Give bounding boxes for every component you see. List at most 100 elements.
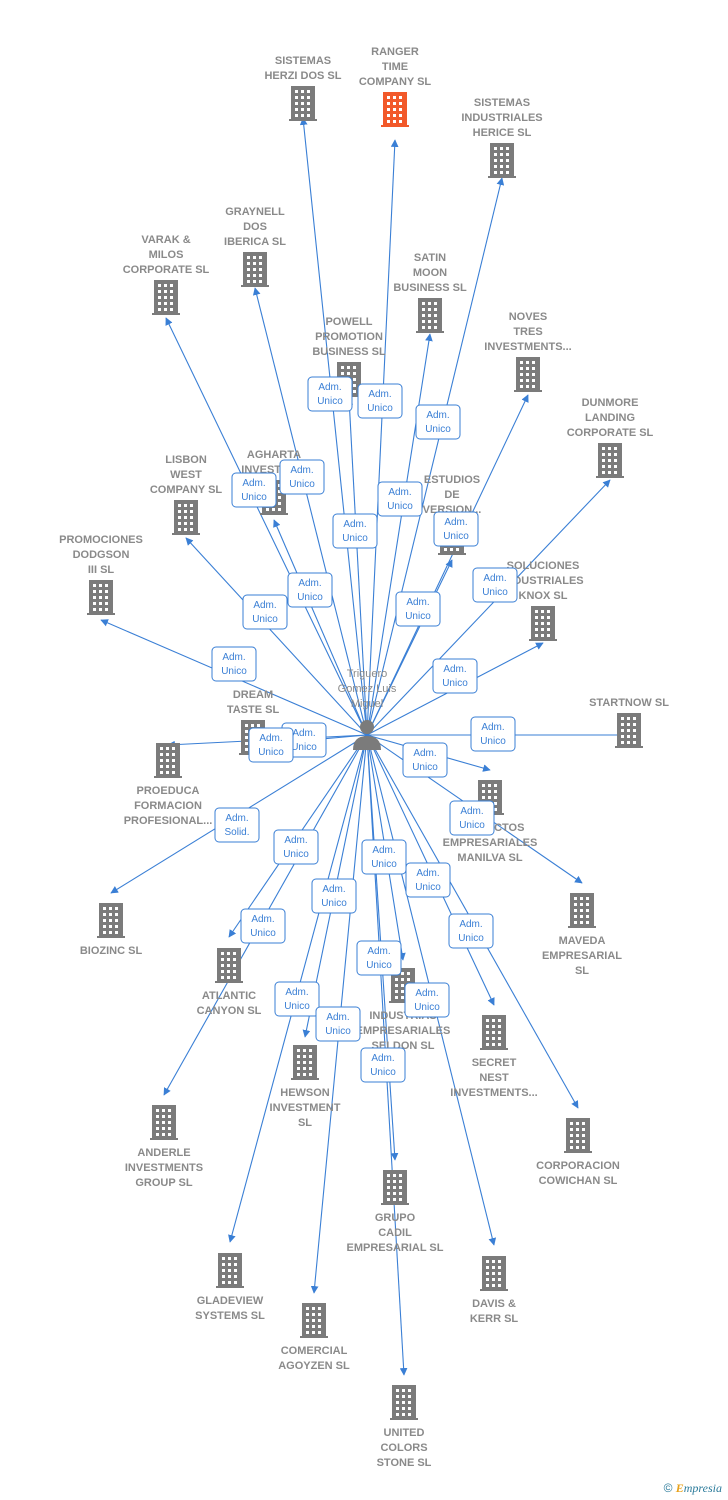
badge-text: Solid. [224,827,249,838]
company-label-line: TRES [513,326,542,338]
role-badge-anderle[interactable]: Adm. Unico [240,908,286,944]
role-badge-graynell[interactable]: Adm.Unico [279,459,325,495]
badge-text: Adm. [367,946,390,957]
company-label-line: WEST [170,469,202,481]
role-badge-lisbon[interactable]: Adm.Unico [242,594,288,630]
role-badge-gladeview[interactable]: Adm.Unico [274,981,320,1017]
company-label-line: CADIL [378,1227,412,1239]
role-badge-ranger-time[interactable]: Adm.Unico [357,383,403,419]
company-node-secret-nest[interactable]: SECRETNESTINVESTMENTS... [450,1015,538,1099]
brand-logo[interactable]: Empresia [676,1481,722,1495]
role-badge-comercial[interactable]: Adm.Unico [315,1006,361,1042]
company-node-biozinc[interactable]: BIOZINC SL [80,903,143,957]
role-badge-industrias[interactable]: Adm.Unico [361,839,407,875]
role-badge-biozinc[interactable]: Adm.Unico [248,727,294,763]
role-badge-hewson[interactable]: Adm.Unico [311,878,357,914]
badge-text: Unico [366,960,392,971]
role-badge-davis-kerr[interactable]: Adm.Unico [404,982,450,1018]
role-badge-powell[interactable]: Adm.Unico [332,513,378,549]
company-label-line: SL [575,965,589,977]
badge-text: Adm. [322,884,345,895]
role-badge-sistemas-industriales[interactable]: Adm.Unico [415,404,461,440]
company-label-line: PROMOCIONES [59,534,143,546]
company-label-line: MAVEDA [559,935,606,947]
company-label-line: BUSINESS SL [393,282,467,294]
company-node-proeduca[interactable]: PROEDUCAFORMACIONPROFESIONAL... [124,743,213,827]
company-label-line: PROMOTION [315,331,383,343]
role-badge-agharta[interactable]: Adm.Unico [287,572,333,608]
badge-text: Unico [480,736,506,747]
company-label-line: SATIN [414,252,446,264]
badge-text: Adm. [222,652,245,663]
role-badge-maveda[interactable]: Adm.Unico [402,742,448,778]
role-badge-promociones[interactable]: Adm.Unico [211,646,257,682]
company-label-line: DODGSON [73,549,130,561]
edge-graynell [252,287,368,736]
badge-box [404,982,450,1018]
role-badge-sistemas-herzi[interactable]: Adm.Unico [307,376,353,412]
building-icon [300,1303,328,1338]
role-badge-corporacion[interactable]: Adm.Unico [448,913,494,949]
company-label-line: BIOZINC SL [80,945,143,957]
company-label-line: CORPORATE SL [123,264,210,276]
badge-text: Adm. [290,465,313,476]
badge-text: Unico [342,533,368,544]
role-badge-atlantic[interactable]: Adm.Unico [273,829,319,865]
edge-powell [345,397,368,736]
company-label-line: FORMACION [134,800,202,812]
role-badge-startnow[interactable]: Adm.Unico [470,716,516,752]
role-badge-varak[interactable]: Adm.Unico [231,472,277,508]
role-badge-united-colors[interactable]: Adm.Unico [360,1047,406,1083]
badge-text: Adm. [225,813,248,824]
badge-text: Adm. [406,597,429,608]
company-label-line: INDUSTRIALES [502,575,583,587]
building-icon [241,252,269,287]
building-icon [488,143,516,178]
badge-text: Adm. [415,988,438,999]
role-badge-proeduca[interactable]: Adm. Solid. [214,807,260,843]
badge-text: Adm. [443,664,466,675]
company-label-line: INVESTMENTS... [450,1087,537,1099]
role-badge-proyectos[interactable]: Adm.Unico [449,800,495,836]
company-node-davis-kerr[interactable]: DAVIS &KERR SL [470,1256,519,1325]
company-label-line: DE [444,489,459,501]
company-node-noves-tres[interactable]: NOVESTRESINVESTMENTS... [484,311,572,392]
role-badge-soluciones[interactable]: Adm.Unico [432,658,478,694]
badge-text: Adm. [251,914,274,925]
role-badge-secret-nest[interactable]: Adm.Unico [405,862,451,898]
role-badge-satin-moon[interactable]: Adm.Unico [377,481,423,517]
company-node-startnow[interactable]: STARTNOW SL [589,697,669,748]
role-badge-dunmore[interactable]: Adm.Unico [472,567,518,603]
badge-text: Unico [241,492,267,503]
role-badge-noves-tres[interactable]: Adm.Unico [433,511,479,547]
edge-agharta [273,519,368,736]
building-icon [152,280,180,315]
building-icon [172,500,200,535]
role-badge-grupo-cadil[interactable]: Adm. Unico [356,940,402,976]
badge-text: Unico [250,928,276,939]
edge-sistemas-industriales [366,177,505,736]
edge-satin-moon [366,333,433,736]
role-badge-estudios[interactable]: Adm.Unico [395,591,441,627]
